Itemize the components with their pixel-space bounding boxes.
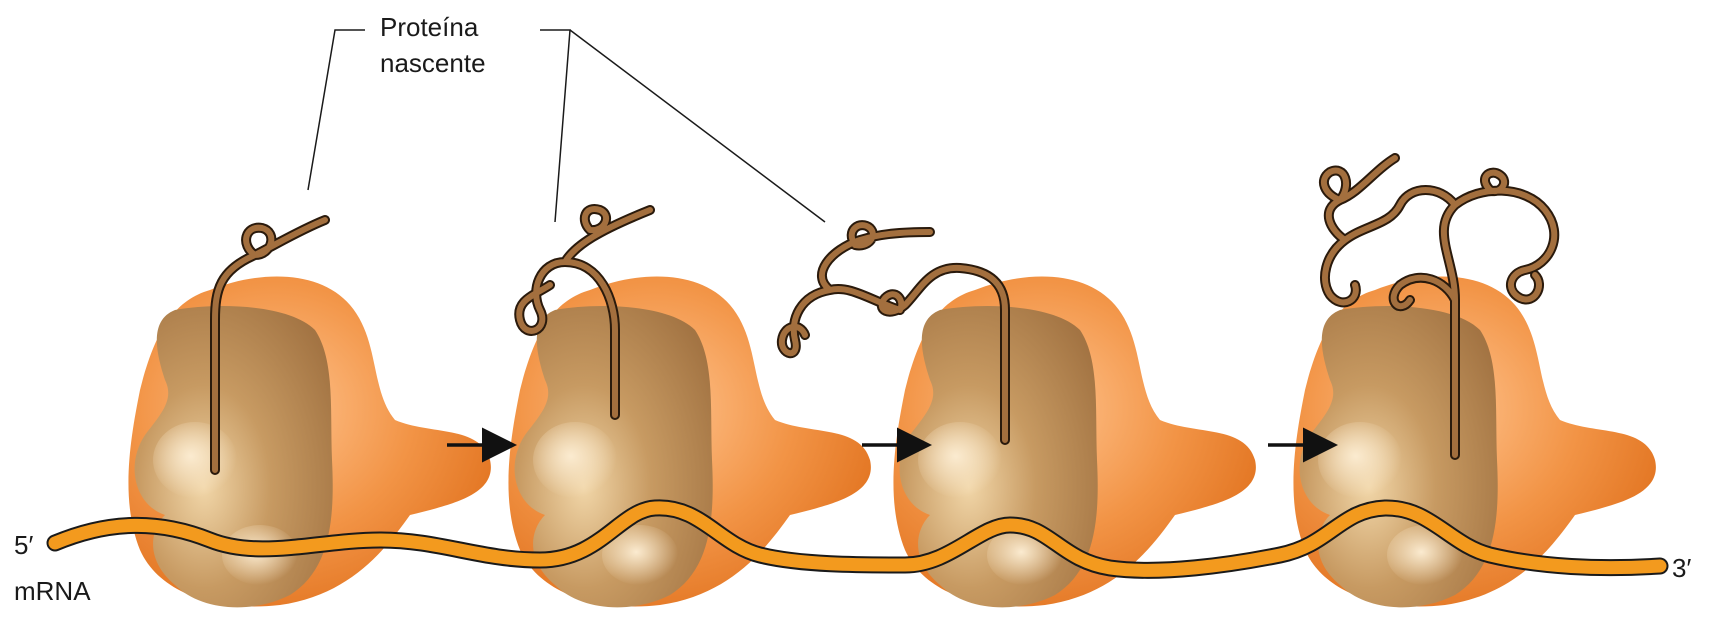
protein-label-line1: Proteína	[380, 10, 478, 44]
five-prime-label: 5′	[14, 530, 33, 560]
mrna-label: mRNA	[14, 576, 91, 606]
protein-label-line2: nascente	[380, 46, 486, 80]
ribosome-1	[128, 276, 490, 607]
three-prime-label: 3′	[1672, 553, 1691, 583]
